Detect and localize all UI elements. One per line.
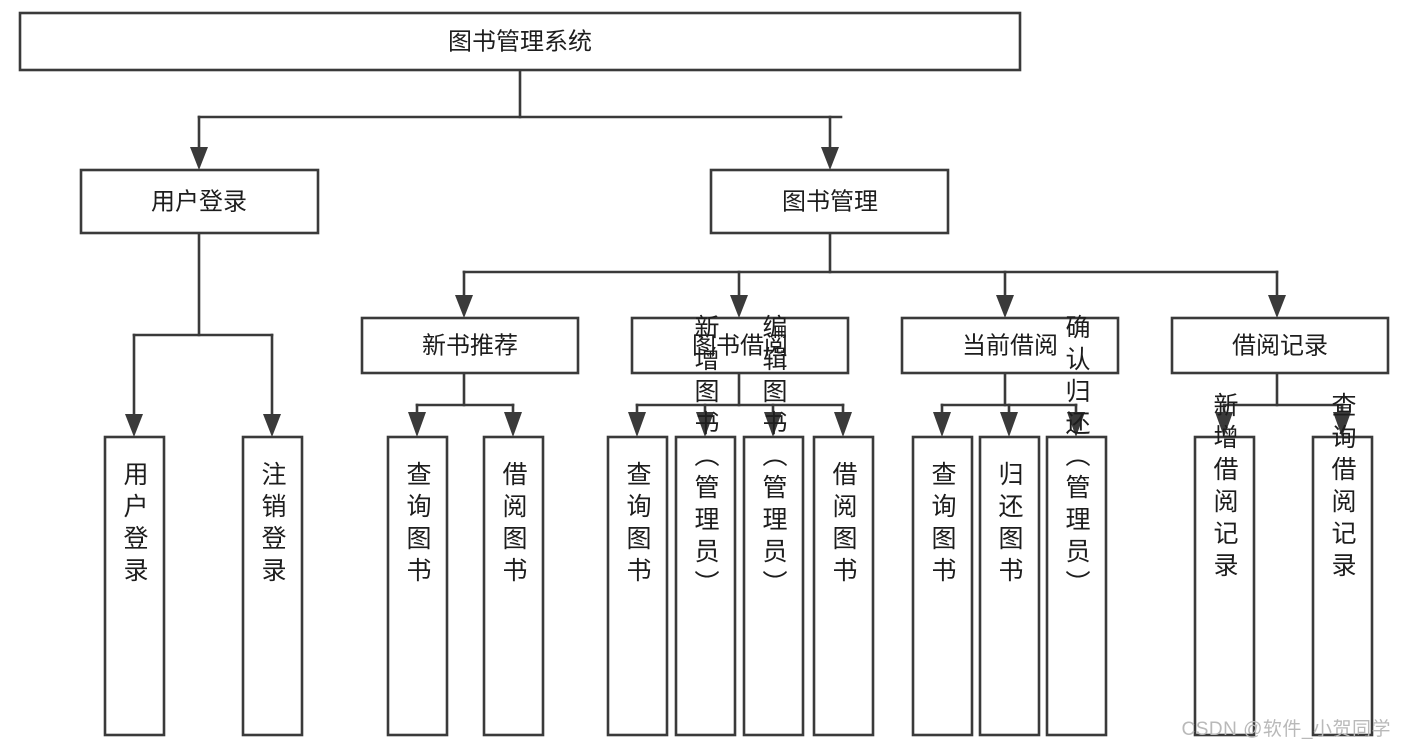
node-leaf-borrow-book-2[interactable]: 借阅图书 [812, 435, 875, 737]
node-borrow-record[interactable]: 借阅记录 [1170, 316, 1390, 375]
arrow-book-borrow [730, 295, 748, 318]
node-borrow-record-box[interactable] [1170, 316, 1390, 375]
arrow-leaf-query-book-1 [408, 412, 426, 437]
node-leaf-borrow-book-1[interactable]: 借阅图书 [482, 435, 545, 737]
node-leaf-query-book-1-label: 查询图书 [403, 461, 432, 589]
node-new-book-rec[interactable]: 新书推荐 [360, 316, 580, 375]
node-leaf-borrow-book-2-label: 借阅图书 [829, 461, 858, 589]
node-leaf-query-book-3[interactable]: 查询图书 [911, 435, 974, 737]
node-leaf-return-book-box[interactable] [978, 435, 1041, 737]
node-leaf-borrow-book-1-label: 借阅图书 [499, 461, 528, 589]
node-leaf-query-record-box[interactable] [1311, 435, 1374, 737]
arrow-borrow-record [1268, 295, 1286, 318]
arrow-user-login [190, 147, 208, 170]
arrow-leaf-confirm-return [1067, 412, 1085, 437]
connector-layer [125, 68, 1351, 437]
node-leaf-edit-book[interactable]: 编辑图书（管理员） [742, 314, 805, 737]
node-leaf-query-book-2[interactable]: 查询图书 [606, 435, 669, 737]
node-leaf-edit-book-label: 编辑图书（管理员） [759, 314, 788, 602]
node-book-borrow-label: 图书借阅 [692, 332, 788, 359]
node-root[interactable]: 图书管理系统 [18, 11, 1022, 72]
arrow-leaf-borrow-book-2 [834, 412, 852, 437]
arrow-book-manage [821, 147, 839, 170]
node-leaf-user-login-label: 用户登录 [120, 461, 149, 589]
node-user-login[interactable]: 用户登录 [79, 168, 320, 235]
arrow-leaf-query-book-3 [933, 412, 951, 437]
node-new-book-rec-box[interactable] [360, 316, 580, 375]
arrow-leaf-edit-book [764, 412, 782, 437]
arrow-leaf-user-login [125, 414, 143, 437]
arrow-current-borrow [996, 295, 1014, 318]
node-leaf-add-record[interactable]: 新增借阅记录 [1193, 392, 1256, 737]
node-leaf-logout[interactable]: 注销登录 [241, 435, 304, 737]
node-leaf-logout-box[interactable] [241, 435, 304, 737]
node-book-manage-label: 图书管理 [782, 188, 878, 215]
node-user-login-label: 用户登录 [151, 188, 247, 215]
node-leaf-query-record[interactable]: 查询借阅记录 [1311, 392, 1374, 737]
node-leaf-query-book-3-box[interactable] [911, 435, 974, 737]
node-borrow-record-label: 借阅记录 [1232, 332, 1328, 359]
node-leaf-query-book-1[interactable]: 查询图书 [386, 435, 449, 737]
node-user-login-box[interactable] [79, 168, 320, 235]
node-leaf-borrow-book-1-box[interactable] [482, 435, 545, 737]
node-leaf-add-book[interactable]: 新增图书（管理员） [674, 314, 737, 737]
node-leaf-user-login[interactable]: 用户登录 [103, 435, 166, 737]
node-leaf-user-login-box[interactable] [103, 435, 166, 737]
node-book-manage-box[interactable] [709, 168, 950, 235]
node-current-borrow-label: 当前借阅 [962, 332, 1058, 359]
node-book-borrow-box[interactable] [630, 316, 850, 375]
node-leaf-add-record-box[interactable] [1193, 435, 1256, 737]
arrow-leaf-logout [263, 414, 281, 437]
node-root-label: 图书管理系统 [448, 28, 592, 55]
node-new-book-rec-label: 新书推荐 [422, 332, 518, 359]
node-root-box[interactable] [18, 11, 1022, 72]
node-leaf-return-book-label: 归还图书 [995, 461, 1024, 589]
node-leaf-confirm-return[interactable]: 确认归还（管理员） [1045, 314, 1108, 737]
arrow-leaf-query-record [1333, 412, 1351, 437]
node-leaf-add-book-label: 新增图书（管理员） [691, 314, 720, 602]
node-book-borrow[interactable]: 图书借阅 [630, 316, 850, 375]
node-leaf-query-book-2-label: 查询图书 [623, 461, 652, 589]
node-leaf-borrow-book-2-box[interactable] [812, 435, 875, 737]
arrow-leaf-query-book-2 [628, 412, 646, 437]
node-leaf-add-book-box[interactable] [674, 435, 737, 737]
node-leaf-logout-label: 注销登录 [258, 461, 287, 589]
node-leaf-add-record-label: 新增借阅记录 [1210, 392, 1239, 584]
arrow-leaf-add-book [696, 412, 714, 437]
arrow-leaf-return-book [1000, 412, 1018, 437]
node-leaf-query-book-3-label: 查询图书 [928, 461, 957, 589]
node-leaf-query-record-label: 查询借阅记录 [1328, 392, 1357, 584]
node-leaf-edit-book-box[interactable] [742, 435, 805, 737]
node-leaf-confirm-return-box[interactable] [1045, 435, 1108, 737]
node-leaf-query-book-1-box[interactable] [386, 435, 449, 737]
arrow-leaf-add-record [1215, 412, 1233, 437]
node-leaf-return-book[interactable]: 归还图书 [978, 435, 1041, 737]
node-leaf-query-book-2-box[interactable] [606, 435, 669, 737]
arrow-new-book-rec [455, 295, 473, 318]
node-leaf-confirm-return-label: 确认归还（管理员） [1062, 314, 1091, 602]
arrow-leaf-borrow-book-1 [504, 412, 522, 437]
node-current-borrow-box[interactable] [900, 316, 1120, 375]
node-book-manage[interactable]: 图书管理 [709, 168, 950, 235]
node-current-borrow[interactable]: 当前借阅 [900, 316, 1120, 375]
